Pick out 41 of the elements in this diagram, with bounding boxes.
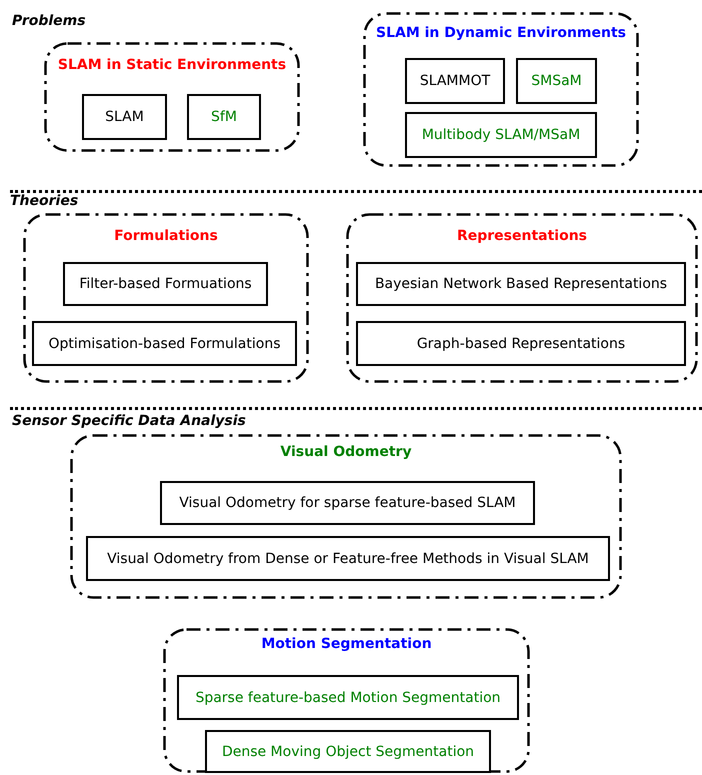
topic-label: SfM xyxy=(211,109,237,125)
topic-label: SMSaM xyxy=(531,73,582,89)
group-frame xyxy=(44,42,300,152)
topic-box xyxy=(205,730,491,773)
group-frame xyxy=(346,213,698,383)
topic-box xyxy=(187,94,261,140)
topic-label: Visual Odometry from Dense or Feature-free Methods in Visual SLAM xyxy=(107,550,589,566)
topic-box xyxy=(405,58,505,104)
group-heading: Representations xyxy=(456,228,588,244)
group-heading: Visual Odometry xyxy=(279,444,413,460)
group-heading: Formulations xyxy=(113,228,219,244)
topic-label: Optimisation-based Formulations xyxy=(48,336,280,352)
group-frame xyxy=(23,213,309,383)
topic-box xyxy=(82,94,167,140)
topic-box xyxy=(86,536,610,581)
group-frame xyxy=(363,12,639,167)
group-heading: SLAM in Dynamic Environments xyxy=(374,25,628,41)
group-frame xyxy=(163,628,530,773)
topic-label: Graph-based Representations xyxy=(416,336,626,352)
topic-box xyxy=(405,112,597,158)
topic-box xyxy=(356,262,686,306)
topic-label: Sparse feature-based Motion Segmentation xyxy=(195,690,501,706)
group-frame xyxy=(70,434,622,599)
topic-label: Bayesian Network Based Representations xyxy=(374,276,668,292)
group-heading: Motion Segmentation xyxy=(260,636,433,652)
section-heading: Theories xyxy=(10,193,78,209)
topic-box xyxy=(160,481,535,525)
topic-label: Filter-based Formuations xyxy=(79,276,252,292)
topic-box xyxy=(516,58,597,104)
topic-label: Visual Odometry for sparse feature-based SLAM xyxy=(179,495,516,511)
topic-label: SLAMMOT xyxy=(420,73,490,89)
topic-box xyxy=(356,321,686,366)
topic-label: Multibody SLAM/MSaM xyxy=(422,127,580,143)
topic-box xyxy=(32,321,297,366)
topic-box xyxy=(177,675,519,720)
section-heading: Sensor Specific Data Analysis xyxy=(12,413,246,429)
topic-box xyxy=(63,262,268,306)
topic-label: SLAM xyxy=(105,109,144,125)
section-heading: Problems xyxy=(12,13,86,29)
topic-label: Dense Moving Object Segmentation xyxy=(222,744,474,760)
group-heading: SLAM in Static Environments xyxy=(56,57,288,73)
